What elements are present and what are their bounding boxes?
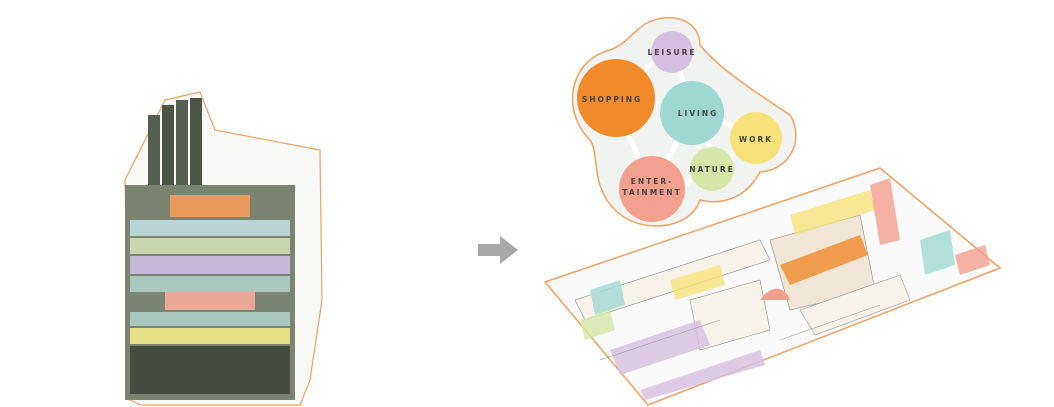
arrow-right-icon [478,236,518,264]
living-label: LIVING [678,109,719,118]
entertainment-bubble [619,156,685,222]
work-bubble [730,112,782,164]
ship-cutaway-illustration [124,91,323,406]
entertainment-label-line1: ENTER- [631,177,674,186]
nature-label: NATURE [689,165,735,174]
work-label: WORK [739,135,773,144]
axonometric-site-plan [543,167,1002,406]
program-bubble-diagram: LEISURE SHOPPING LIVING WORK NATURE ENTE… [571,16,797,227]
nature-bubble [690,147,734,191]
leisure-bubble [651,31,693,73]
living-bubble [660,81,724,145]
entertainment-label-line2: TAINMENT [622,188,681,197]
shopping-bubble [577,59,655,137]
shopping-label: SHOPPING [582,95,642,104]
leisure-label: LEISURE [647,48,696,57]
